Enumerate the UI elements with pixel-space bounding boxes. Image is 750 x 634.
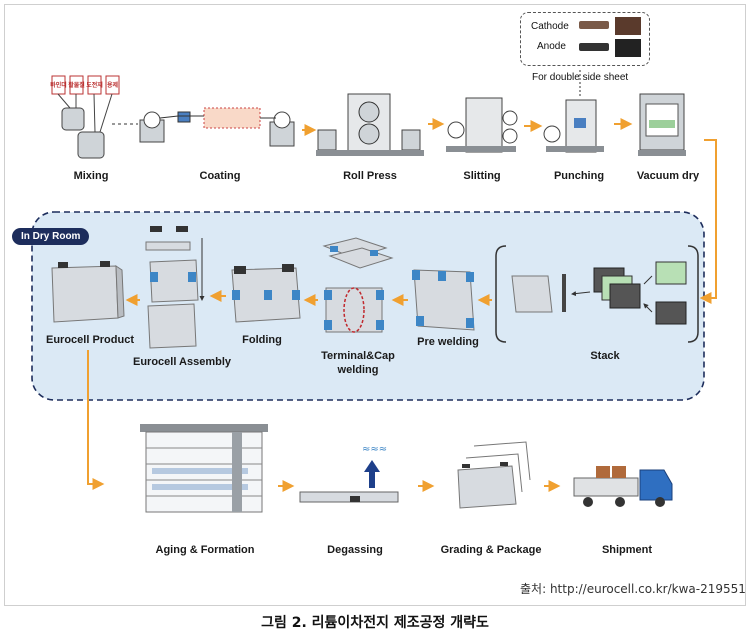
label-pre-welding: Pre welding	[417, 336, 479, 348]
legend-cathode-label: Cathode	[531, 21, 569, 32]
shipment-truck	[573, 466, 673, 507]
slitting-equipment	[446, 97, 518, 153]
dry-room-tag: In Dry Room	[12, 228, 90, 245]
label-degassing: Degassing	[327, 544, 383, 556]
tank-label-solvent: 용제	[106, 83, 119, 89]
aging-formation-equipment	[140, 424, 268, 513]
stack-equipment	[495, 245, 699, 343]
label-vacuum-dry: Vacuum dry	[636, 170, 700, 182]
label-coating: Coating	[199, 170, 241, 182]
coating-equipment	[139, 107, 295, 147]
legend-note: For double side sheet	[532, 72, 629, 83]
anode-stack-icon	[615, 39, 641, 57]
source-note: 출처: http://eurocell.co.kr/kwa-219551	[520, 582, 746, 596]
arrow-product-aging	[87, 350, 105, 490]
label-grading-package: Grading & Package	[440, 544, 542, 556]
roll-press-equipment	[316, 93, 424, 156]
anode-sheet-icon	[579, 43, 609, 51]
vacuum-dry-equipment	[638, 93, 686, 156]
cathode-sheet-icon	[579, 21, 609, 29]
label-terminal-cap: Terminal&Cap	[321, 350, 395, 362]
tank-label-binder: 바인더	[50, 83, 67, 89]
label-folding: Folding	[242, 334, 282, 346]
pre-welding-equipment	[412, 269, 475, 331]
eurocell-product	[51, 261, 125, 323]
grading-package-equipment	[457, 441, 531, 509]
folding-equipment	[231, 264, 301, 323]
tank-label-active-material: 활물질	[68, 83, 85, 89]
svg-text:≈≈≈: ≈≈≈	[362, 444, 387, 455]
mixing-equipment	[51, 75, 120, 159]
label-stack: Stack	[590, 350, 620, 362]
tank-label-conductive-agent: 도전재	[86, 83, 103, 89]
legend-anode-label: Anode	[537, 41, 566, 52]
label-punching: Punching	[553, 170, 605, 182]
electrode-legend: Cathode Anode	[520, 12, 650, 66]
label-mixing: Mixing	[73, 170, 109, 182]
label-slitting: Slitting	[463, 170, 501, 182]
punching-equipment	[543, 70, 604, 153]
figure-caption: 그림 2. 리튬이차전지 제조공정 개략도	[261, 615, 489, 631]
eurocell-assembly-equipment	[145, 226, 205, 349]
degassing-equipment: ≈≈≈	[299, 444, 399, 503]
label-roll-press: Roll Press	[343, 170, 397, 182]
label-eurocell-product: Eurocell Product	[45, 334, 135, 346]
terminal-cap-welding-equipment	[322, 237, 394, 333]
label-eurocell-assembly: Eurocell Assembly	[132, 356, 232, 368]
cathode-stack-icon	[615, 17, 641, 35]
label-shipment: Shipment	[601, 544, 653, 556]
arrow-vacuum-stack	[699, 139, 717, 304]
label-terminal-cap-welding: welding	[337, 364, 379, 376]
label-aging-formation: Aging & Formation	[155, 544, 255, 556]
